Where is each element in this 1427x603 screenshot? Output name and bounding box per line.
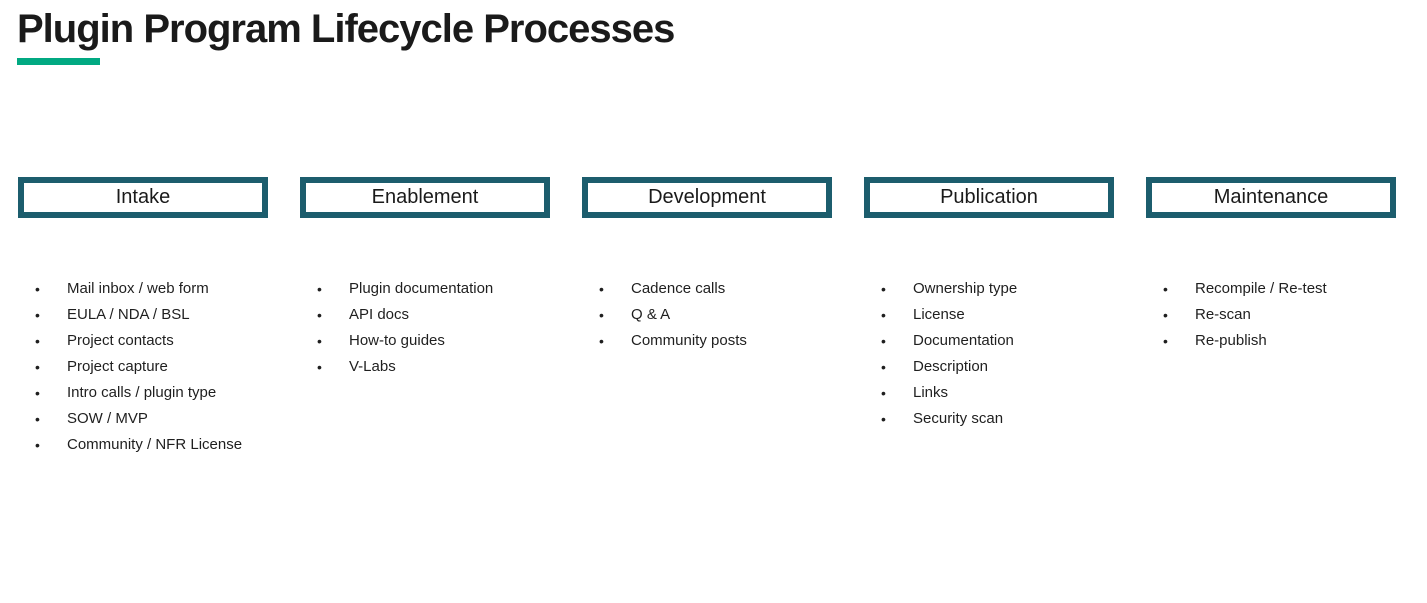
list-item: • Recompile / Re-test (1146, 276, 1396, 302)
list-item-text: Project capture (67, 358, 168, 375)
bullet-icon: • (1163, 307, 1168, 323)
list-item: • SOW / MVP (18, 406, 268, 432)
bullet-icon: • (35, 411, 40, 427)
stage-title: Publication (940, 185, 1038, 208)
stage-item-list: • Plugin documentation • API docs • How-… (300, 276, 550, 380)
list-item-text: Re-scan (1195, 306, 1251, 323)
list-item: • How-to guides (300, 328, 550, 354)
list-item: • License (864, 302, 1114, 328)
stage-title: Intake (115, 185, 171, 208)
list-item: • Community posts (582, 328, 832, 354)
list-item-text: Mail inbox / web form (67, 280, 209, 297)
stage-title: Enablement (371, 185, 479, 208)
bullet-icon: • (881, 333, 886, 349)
list-item: • Ownership type (864, 276, 1114, 302)
bullet-icon: • (317, 359, 322, 375)
process-column-maintenance: Maintenance • Recompile / Re-test • Re-s… (1146, 177, 1396, 458)
list-item: • Description (864, 354, 1114, 380)
list-item: • Intro calls / plugin type (18, 380, 268, 406)
list-item-text: How-to guides (349, 332, 445, 349)
stage-header-box: Maintenance (1146, 177, 1396, 218)
bullet-icon: • (317, 333, 322, 349)
list-item-text: Community posts (631, 332, 747, 349)
process-column-development: Development • Cadence calls • Q & A • Co… (582, 177, 832, 458)
bullet-icon: • (599, 333, 604, 349)
list-item: • Project capture (18, 354, 268, 380)
list-item-text: SOW / MVP (67, 410, 148, 427)
list-item-text: Community / NFR License (67, 436, 243, 453)
list-item: • Mail inbox / web form (18, 276, 268, 302)
bullet-icon: • (881, 411, 886, 427)
process-columns: Intake • Mail inbox / web form • EULA / … (18, 177, 1396, 458)
bullet-icon: • (881, 359, 886, 375)
page-title: Plugin Program Lifecycle Processes (17, 7, 675, 51)
list-item: • Documentation (864, 328, 1114, 354)
stage-item-list: • Mail inbox / web form • EULA / NDA / B… (18, 276, 268, 458)
list-item-text: Recompile / Re-test (1195, 280, 1327, 297)
stage-header-box: Publication (864, 177, 1114, 218)
bullet-icon: • (35, 281, 40, 297)
list-item: • EULA / NDA / BSL (18, 302, 268, 328)
list-item: • Project contacts (18, 328, 268, 354)
bullet-icon: • (35, 359, 40, 375)
list-item-text: Re-publish (1195, 332, 1267, 349)
stage-title: Maintenance (1213, 185, 1329, 208)
stage-title: Development (648, 185, 766, 208)
stage-item-list: • Ownership type • License • Documentati… (864, 276, 1114, 432)
bullet-icon: • (35, 385, 40, 401)
list-item-text: Intro calls / plugin type (67, 384, 217, 401)
list-item-text: V-Labs (349, 358, 396, 375)
list-item: • Cadence calls (582, 276, 832, 302)
list-item: • Re-scan (1146, 302, 1396, 328)
list-item-text: Documentation (913, 332, 1014, 349)
stage-item-list: • Recompile / Re-test • Re-scan • Re-pub… (1146, 276, 1396, 354)
list-item: • Plugin documentation (300, 276, 550, 302)
list-item: • Security scan (864, 406, 1114, 432)
bullet-icon: • (599, 307, 604, 323)
list-item-text: Description (913, 358, 989, 375)
list-item-text: EULA / NDA / BSL (67, 306, 190, 323)
list-item: • API docs (300, 302, 550, 328)
list-item-text: Project contacts (67, 332, 174, 349)
bullet-icon: • (35, 307, 40, 323)
list-item: • Q & A (582, 302, 832, 328)
list-item-text: Ownership type (913, 280, 1018, 297)
bullet-icon: • (599, 281, 604, 297)
list-item: • Community / NFR License (18, 432, 268, 458)
list-item-text: Links (913, 384, 949, 401)
process-column-publication: Publication • Ownership type • License •… (864, 177, 1114, 458)
stage-header-box: Development (582, 177, 832, 218)
bullet-icon: • (881, 307, 886, 323)
bullet-icon: • (1163, 281, 1168, 297)
stage-item-list: • Cadence calls • Q & A • Community post… (582, 276, 832, 354)
stage-header-box: Intake (18, 177, 268, 218)
process-column-intake: Intake • Mail inbox / web form • EULA / … (18, 177, 268, 458)
list-item: • Re-publish (1146, 328, 1396, 354)
bullet-icon: • (881, 385, 886, 401)
list-item-text: License (913, 306, 965, 323)
bullet-icon: • (1163, 333, 1168, 349)
list-item: • Links (864, 380, 1114, 406)
list-item-text: Cadence calls (631, 280, 726, 297)
list-item-text: Security scan (913, 410, 1004, 427)
bullet-icon: • (35, 333, 40, 349)
bullet-icon: • (881, 281, 886, 297)
bullet-icon: • (317, 307, 322, 323)
bullet-icon: • (317, 281, 322, 297)
process-column-enablement: Enablement • Plugin documentation • API … (300, 177, 550, 458)
title-underline (17, 58, 100, 65)
stage-header-box: Enablement (300, 177, 550, 218)
list-item-text: Q & A (631, 306, 671, 323)
list-item: • V-Labs (300, 354, 550, 380)
list-item-text: API docs (349, 306, 410, 323)
list-item-text: Plugin documentation (349, 280, 494, 297)
bullet-icon: • (35, 437, 40, 453)
